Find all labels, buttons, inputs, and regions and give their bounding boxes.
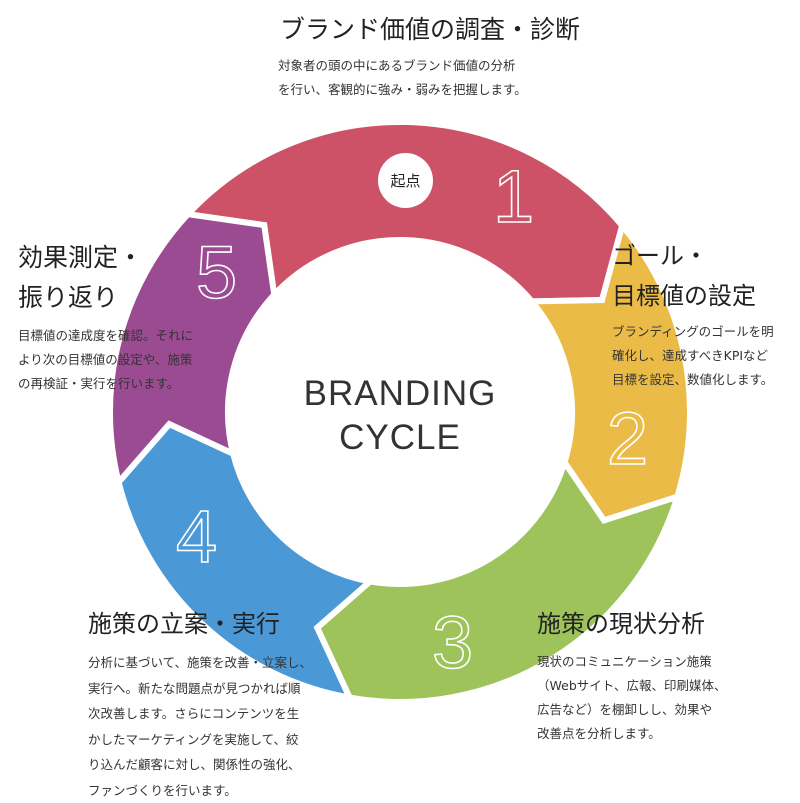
desc-line: 現状のコミュニケーション施策 [537, 650, 727, 674]
desc-line: り込んだ顧客に対し、関係性の強化、 [88, 752, 312, 778]
step-1-text: ブランド価値の調査・診断 対象者の頭の中にあるブランド価値の分析 を行い、客観的… [210, 10, 650, 102]
step-5-text: 効果測定・ 振り返り 目標値の達成度を確認。それに より次の目標値の設定や、施策… [18, 238, 193, 396]
desc-line: （Webサイト、広報、印刷媒体、 [537, 674, 727, 698]
desc-line: ファンづくりを行います。 [88, 778, 312, 803]
step-3-text: 施策の現状分析 現状のコミュニケーション施策 （Webサイト、広報、印刷媒体、 … [537, 604, 727, 746]
desc-line: ブランディングのゴールを明 [612, 320, 774, 344]
step-4-text: 施策の立案・実行 分析に基づいて、施策を改善・立案し、 実行へ。新たな問題点が見… [88, 604, 312, 803]
step-5-title: 効果測定・ 振り返り [18, 238, 193, 318]
desc-line: 目標を設定、数値化します。 [612, 368, 774, 392]
desc-line: かしたマーケティングを実施して、絞 [88, 727, 312, 753]
center-label-line2: CYCLE [250, 416, 550, 460]
desc-line: 広告など）を棚卸しし、効果や [537, 698, 727, 722]
desc-line: 次改善します。さらにコンテンツを生 [88, 701, 312, 727]
desc-line: 対象者の頭の中にあるブランド価値の分析 [278, 54, 650, 78]
center-label: BRANDING CYCLE [250, 372, 550, 460]
desc-line: 分析に基づいて、施策を改善・立案し、 [88, 650, 312, 676]
step-number-2: 2 [607, 402, 648, 476]
center-label-line1: BRANDING [250, 372, 550, 416]
step-number-3: 3 [432, 606, 473, 680]
step-1-title: ブランド価値の調査・診断 [210, 10, 650, 50]
title-line: 振り返り [18, 278, 193, 318]
desc-line: 実行へ。新たな問題点が見つかれば順 [88, 676, 312, 702]
step-number-4: 4 [176, 500, 217, 574]
start-badge: 起点 [378, 153, 433, 208]
desc-line: 目標値の達成度を確認。それに [18, 324, 193, 348]
step-2-text: ゴール・ 目標値の設定 ブランディングのゴールを明 確化し、達成すべきKPIなど… [612, 236, 774, 392]
title-line: 目標値の設定 [612, 276, 774, 316]
title-line: 効果測定・ [18, 238, 193, 278]
step-4-desc: 分析に基づいて、施策を改善・立案し、 実行へ。新たな問題点が見つかれば順 次改善… [88, 650, 312, 803]
step-4-title: 施策の立案・実行 [88, 604, 312, 644]
desc-line: 確化し、達成すべきKPIなど [612, 344, 774, 368]
step-2-title: ゴール・ 目標値の設定 [612, 236, 774, 316]
step-5-desc: 目標値の達成度を確認。それに より次の目標値の設定や、施策 の再検証・実行を行い… [18, 324, 193, 396]
desc-line: 改善点を分析します。 [537, 722, 727, 746]
desc-line: を行い、客観的に強み・弱みを把握します。 [278, 78, 650, 102]
title-line: ゴール・ [612, 236, 774, 276]
desc-line: より次の目標値の設定や、施策 [18, 348, 193, 372]
step-3-desc: 現状のコミュニケーション施策 （Webサイト、広報、印刷媒体、 広告など）を棚卸… [537, 650, 727, 746]
desc-line: の再検証・実行を行います。 [18, 372, 193, 396]
step-3-title: 施策の現状分析 [537, 604, 727, 644]
step-number-5: 5 [196, 236, 237, 310]
step-number-1: 1 [493, 160, 534, 234]
step-1-desc: 対象者の頭の中にあるブランド価値の分析 を行い、客観的に強み・弱みを把握します。 [210, 54, 650, 102]
step-2-desc: ブランディングのゴールを明 確化し、達成すべきKPIなど 目標を設定、数値化しま… [612, 320, 774, 392]
